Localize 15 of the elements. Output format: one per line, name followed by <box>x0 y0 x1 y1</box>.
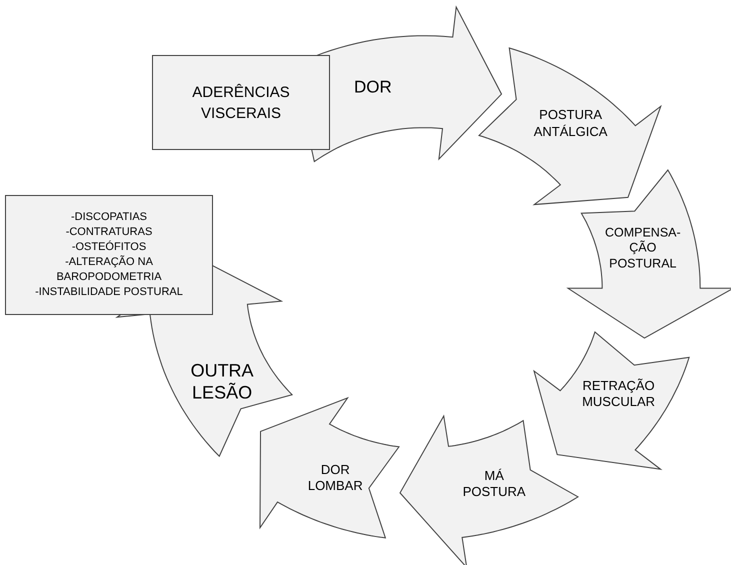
list-item: -DISCOPATIAS <box>70 210 148 226</box>
step-label: RETRAÇÃO MUSCULAR <box>581 378 656 410</box>
step-label: COMPENSA- ÇÃO POSTURAL <box>604 225 682 272</box>
list-box <box>5 195 213 315</box>
list-item: -INSTABILIDADE POSTURAL <box>34 284 184 300</box>
cause-box <box>152 55 330 150</box>
step-label: DOR LOMBAR <box>306 461 364 494</box>
step-label: DOR <box>353 76 393 98</box>
list-item: -ALTERAÇÃO NA BAROPODOMETRIA <box>55 255 163 285</box>
list-item: -OSTEÓFITOS <box>70 240 148 255</box>
box-label: ADERÊNCIAS VISCERAIS <box>191 82 291 124</box>
list-item: -CONTRATURAS <box>64 225 154 240</box>
step-label: OUTRA LESÃO <box>190 359 255 404</box>
step-label: POSTURA ANTÁLGICA <box>532 107 608 140</box>
step-label: MÁ POSTURA <box>462 468 527 500</box>
